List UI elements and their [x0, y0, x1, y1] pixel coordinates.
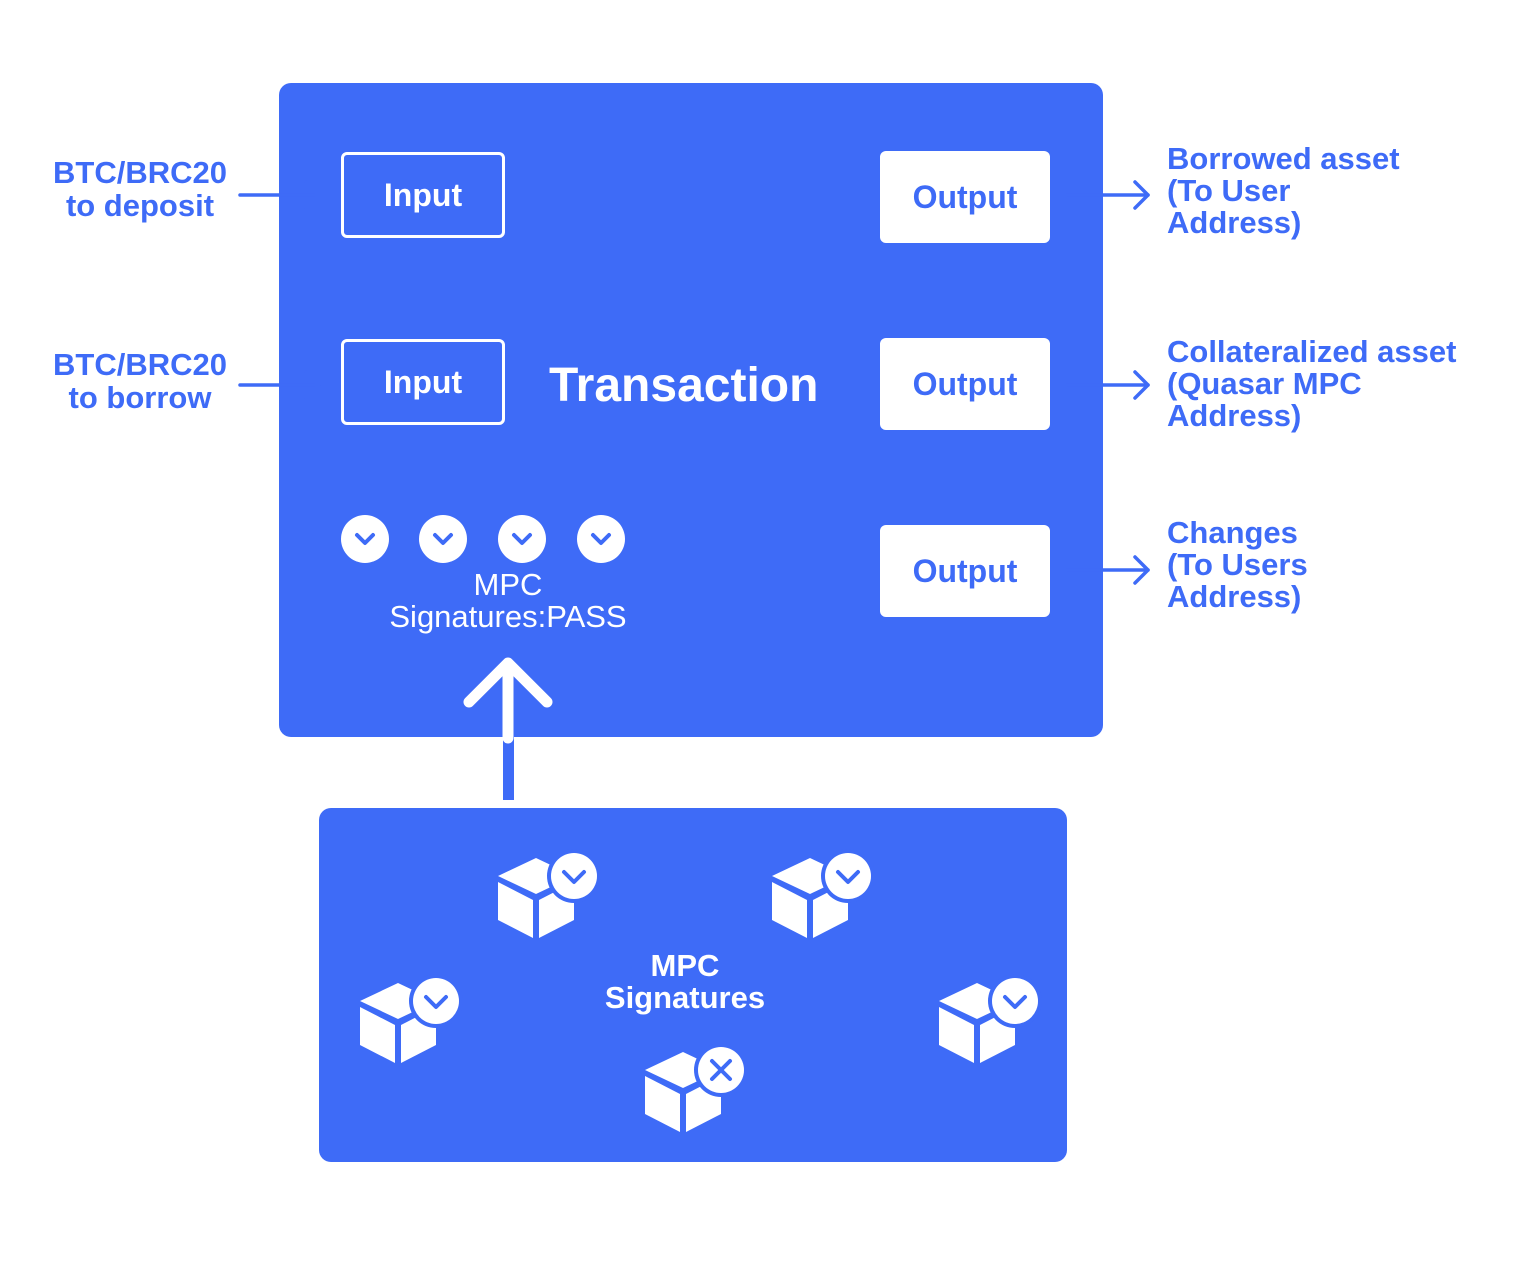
- signer-approved-icon: [937, 974, 1042, 1065]
- arrow-icon: [238, 180, 321, 210]
- arrow-icon: [1065, 555, 1150, 585]
- signature-check-icon: [577, 515, 625, 563]
- arrow-icon: [238, 370, 321, 400]
- input-source-label-borrow: BTC/BRC20 to borrow: [53, 347, 227, 415]
- signature-check-icon: [341, 515, 389, 563]
- output-box-collateral: Output: [880, 338, 1050, 430]
- output-box-changes: Output: [880, 525, 1050, 617]
- input-box-borrow: Input: [341, 339, 505, 425]
- signature-check-icon: [498, 515, 546, 563]
- output-box-borrowed: Output: [880, 151, 1050, 243]
- signer-approved-icon: [358, 974, 463, 1065]
- input-source-label-deposit: BTC/BRC20 to deposit: [53, 155, 227, 223]
- connector-line: [503, 737, 514, 800]
- output-destination-collateral: Collateralized asset (Quasar MPC Address…: [1167, 334, 1457, 433]
- signature-status-text: MPC Signatures:PASS: [389, 567, 627, 634]
- signer-approved-icon: [770, 849, 875, 940]
- output-destination-borrowed: Borrowed asset (To User Address): [1167, 141, 1400, 240]
- input-box-deposit: Input: [341, 152, 505, 238]
- up-arrow-icon: [463, 657, 553, 744]
- signer-approved-icon: [496, 849, 601, 940]
- arrow-icon: [1065, 180, 1150, 210]
- output-destination-changes: Changes (To Users Address): [1167, 515, 1308, 614]
- transaction-title: Transaction: [549, 359, 819, 412]
- signature-check-icon: [419, 515, 467, 563]
- mpc-panel-label: MPC Signatures: [604, 948, 766, 1015]
- arrow-icon: [1065, 370, 1150, 400]
- signer-rejected-icon: [643, 1043, 748, 1134]
